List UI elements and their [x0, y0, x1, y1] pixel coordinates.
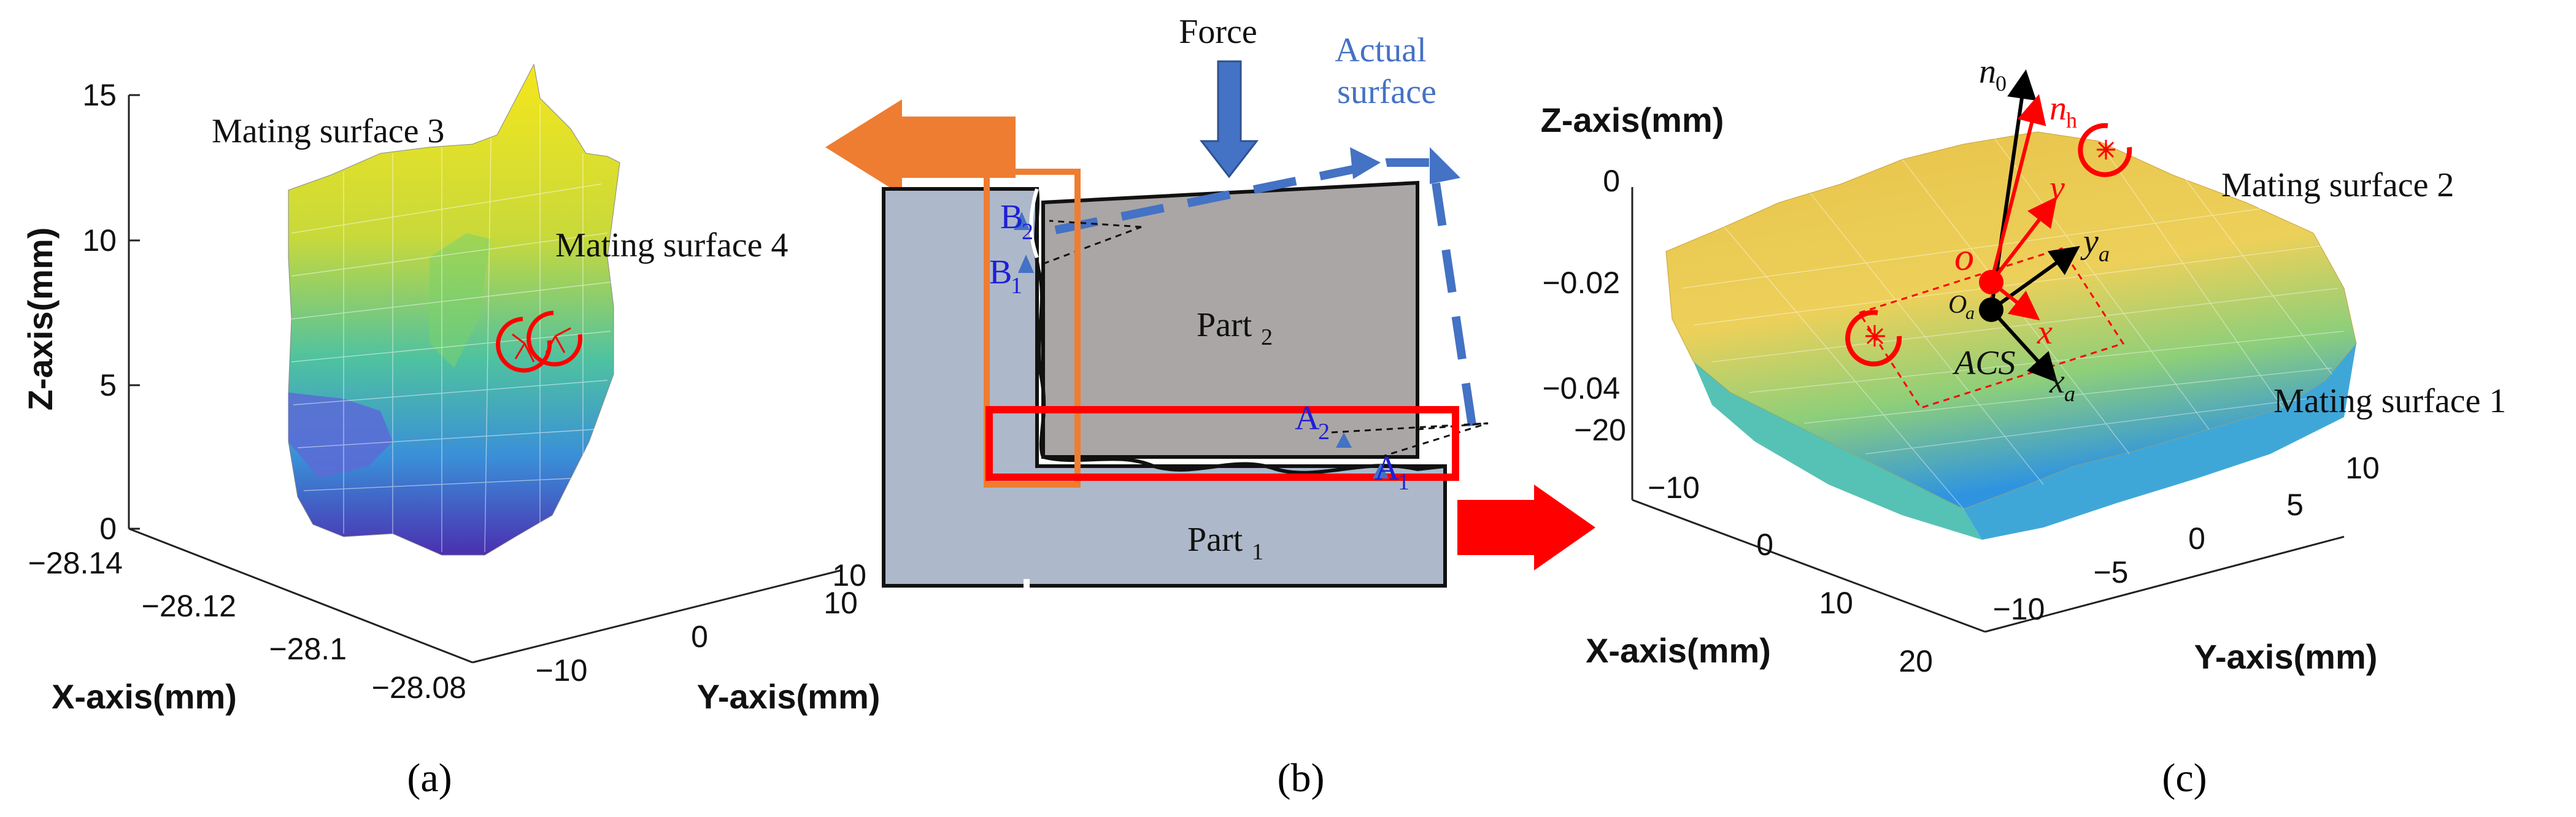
- force-arrow: [1199, 60, 1259, 178]
- point-label-b1: B 1: [989, 253, 1022, 299]
- svg-text:a: a: [2099, 242, 2110, 266]
- svg-text:2: 2: [1022, 219, 1033, 245]
- c-z-tick-2: −0.02: [1542, 266, 1620, 300]
- svg-text:1: 1: [1252, 539, 1263, 565]
- c-y-tick-2: 5: [2286, 488, 2304, 522]
- svg-text:a: a: [2064, 382, 2075, 406]
- panel-a: 15 10 5 0 −28.14 −28.12 −28.1 −28.08 10 …: [21, 63, 881, 800]
- c-y-tick-3: 0: [2188, 521, 2205, 556]
- z-tick-5: 5: [99, 368, 117, 402]
- stray-tick-10: 10: [832, 558, 866, 593]
- frame-label-nh: n h: [2050, 90, 2077, 132]
- x-tick-1: −28.14: [28, 546, 123, 580]
- frame-label-n0: n 0: [1979, 53, 2007, 96]
- svg-text:2: 2: [1318, 419, 1330, 445]
- panel-c: 0 −0.02 −0.04 −20 −10 0 10 20 10 5 0 −5 …: [1541, 53, 2507, 800]
- point-label-a1: A 1: [1375, 450, 1409, 495]
- part-1-label: Part 1: [1187, 521, 1263, 565]
- c-x-tick-3: 0: [1756, 527, 1773, 562]
- svg-text:0: 0: [1996, 71, 2007, 96]
- svg-text:A: A: [1375, 450, 1400, 488]
- svg-text:Part: Part: [1187, 521, 1243, 559]
- actual-surface-dashed: [1054, 158, 1477, 431]
- svg-text:x: x: [2049, 362, 2065, 401]
- svg-text:a: a: [1965, 303, 1975, 323]
- frame-label-o: o: [1954, 235, 1974, 278]
- c-y-axis-title: Y-axis(mm): [2194, 637, 2378, 676]
- y-tick-2: 0: [691, 619, 708, 654]
- svg-text:O: O: [1948, 291, 1967, 319]
- mating-surface-mesh-c: [1665, 131, 2357, 540]
- mating-surface-2-label: Mating surface 2: [2221, 166, 2454, 204]
- frame-label-oa: O a: [1948, 291, 1975, 323]
- actual-surface-label-2: surface: [1337, 73, 1436, 111]
- svg-text:A: A: [1295, 399, 1320, 437]
- mating-surface-3-label: Mating surface 3: [212, 112, 444, 150]
- c-x-axis-title: X-axis(mm): [1586, 631, 1771, 670]
- orange-highlight-box: [984, 169, 1081, 488]
- x-tick-4: −28.08: [372, 670, 466, 705]
- coordinate-frame: [1979, 69, 2080, 383]
- c-z-tick-3: −0.04: [1542, 371, 1620, 405]
- force-label: Force: [1179, 13, 1257, 51]
- frame-label-x: x: [2037, 313, 2053, 351]
- point-label-a2: A 2: [1295, 399, 1330, 445]
- c-x-tick-4: 10: [1819, 586, 1853, 620]
- c-z-tick-1: 0: [1603, 164, 1620, 198]
- svg-text:1: 1: [1011, 273, 1022, 299]
- orange-arrow: [825, 99, 1016, 195]
- svg-text:1: 1: [1398, 469, 1409, 495]
- z-tick-10: 10: [82, 223, 117, 258]
- rotation-symbol-a: [496, 310, 583, 373]
- z-tick-15: 15: [82, 78, 117, 112]
- c-x-tick-5: 20: [1899, 644, 1933, 678]
- c-y-tick-4: −5: [2093, 555, 2128, 589]
- rotation-symbol-c: [1845, 123, 2132, 367]
- svg-text:n: n: [1979, 53, 1996, 91]
- z-axis-title: Z-axis(mm): [21, 228, 60, 411]
- x-axis-title: X-axis(mm): [52, 677, 237, 716]
- c-y-tick-5: −10: [1993, 592, 2045, 626]
- red-arrow: [1457, 485, 1595, 570]
- mating-surface-mesh-a: [288, 63, 620, 556]
- y-tick-1: 10: [823, 586, 858, 620]
- svg-text:h: h: [2066, 108, 2077, 132]
- svg-text:2: 2: [1261, 324, 1273, 350]
- y-tick-3: −10: [536, 653, 588, 688]
- z-tick-0: 0: [99, 512, 117, 546]
- y-axis-title: Y-axis(mm): [697, 677, 881, 716]
- svg-text:B: B: [989, 253, 1012, 291]
- c-x-tick-1: −20: [1574, 413, 1626, 447]
- c-x-tick-2: −10: [1648, 470, 1700, 505]
- svg-text:Part: Part: [1197, 306, 1252, 344]
- c-y-tick-1: 10: [2345, 451, 2380, 485]
- panel-a-label: (a): [407, 756, 452, 800]
- panel-c-label: (c): [2162, 756, 2207, 800]
- panel-b: Force Actual surface: [825, 13, 1595, 800]
- c-z-axis-title: Z-axis(mm): [1541, 101, 1724, 139]
- svg-text:y: y: [2080, 223, 2099, 261]
- frame-label-ya: y a: [2080, 223, 2110, 266]
- mating-surface-1-label: Mating surface 1: [2273, 382, 2506, 420]
- part-2-label: Part 2: [1197, 306, 1273, 350]
- svg-text:B: B: [1000, 198, 1023, 236]
- x-tick-3: −28.1: [269, 632, 347, 666]
- actual-surface-label-1: Actual: [1335, 31, 1426, 69]
- red-highlight-box: [985, 406, 1459, 481]
- point-label-b2: B 2: [1000, 198, 1033, 245]
- frame-label-xa: x a: [2049, 362, 2075, 406]
- panel-b-label: (b): [1278, 756, 1325, 800]
- svg-text:n: n: [2050, 90, 2067, 128]
- frame-label-acs: ACS: [1952, 344, 2016, 382]
- mating-surface-4-label: Mating surface 4: [555, 226, 788, 264]
- x-tick-2: −28.12: [142, 589, 236, 623]
- frame-label-y: y: [2046, 169, 2065, 207]
